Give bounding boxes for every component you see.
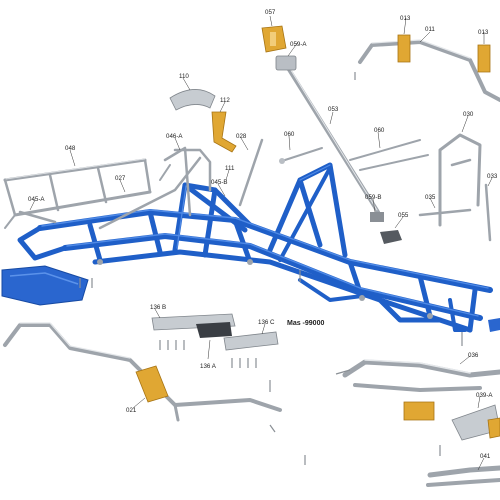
main-frame xyxy=(1,162,500,333)
label-059b: 059-B xyxy=(365,194,382,201)
leader-lines xyxy=(29,15,493,471)
label-059a: 059-A xyxy=(290,41,307,48)
part-028-strut xyxy=(238,138,264,207)
label-021: 021 xyxy=(126,407,137,414)
label-048: 048 xyxy=(65,145,76,152)
part-110-mount xyxy=(169,89,216,111)
part-021-side-bumper xyxy=(3,322,282,422)
label-030: 030 xyxy=(463,111,474,118)
part-011-top-bar xyxy=(358,39,500,102)
label-027: 027 xyxy=(115,175,126,182)
part-136b-plate xyxy=(151,313,236,338)
part-039a-plate xyxy=(451,404,500,441)
label-136c: 136 C xyxy=(258,319,275,326)
part-027-side-bar xyxy=(98,148,212,230)
part-059b-steering-bracket xyxy=(370,212,402,244)
part-046a-steering-support xyxy=(159,146,192,217)
label-060: 060 xyxy=(284,131,295,138)
label-055: 055 xyxy=(398,212,409,219)
part-041-bar xyxy=(426,465,500,487)
part-tie-rods-right xyxy=(349,139,429,171)
label-111: 111 xyxy=(225,165,235,172)
part-033-upright xyxy=(484,183,492,242)
part-136c-plate xyxy=(223,331,279,351)
label-035: 035 xyxy=(425,194,436,201)
part-045a-bar xyxy=(18,210,57,224)
part-048-front-nerf-bar xyxy=(3,158,152,229)
label-112: 112 xyxy=(220,97,230,104)
part-030-rear-hoop xyxy=(418,133,482,227)
label-028: 028 xyxy=(236,133,247,140)
part-labels: 057 059-A 013 011 013 110 112 053 060 06… xyxy=(28,9,498,460)
label-053: 053 xyxy=(328,106,339,113)
label-013-right: 013 xyxy=(478,29,489,36)
label-136b: 136 B xyxy=(150,304,166,311)
part-112-bracket xyxy=(211,111,237,153)
label-136a: 136 A xyxy=(200,363,217,370)
label-110: 110 xyxy=(179,73,189,80)
label-045b: 045-B xyxy=(211,179,228,186)
part-036-rear-bar xyxy=(342,359,500,421)
part-057-bracket xyxy=(261,25,287,53)
model-label: Mas -99000 xyxy=(287,320,324,327)
label-045a: 045-A xyxy=(28,196,45,203)
label-013-left: 013 xyxy=(400,15,411,22)
label-060-right: 060 xyxy=(374,127,385,134)
label-033: 033 xyxy=(487,173,498,180)
label-041: 041 xyxy=(480,453,491,460)
label-046a: 046-A xyxy=(166,133,183,140)
label-036: 036 xyxy=(468,352,479,359)
part-053-steering-column xyxy=(275,55,380,214)
label-057: 057 xyxy=(265,9,276,16)
label-039a: 039-A xyxy=(476,392,493,399)
part-060-tie-rod xyxy=(279,147,323,164)
part-013-brackets xyxy=(397,34,491,73)
hardware-bolts xyxy=(79,72,463,465)
label-011: 011 xyxy=(425,26,435,33)
